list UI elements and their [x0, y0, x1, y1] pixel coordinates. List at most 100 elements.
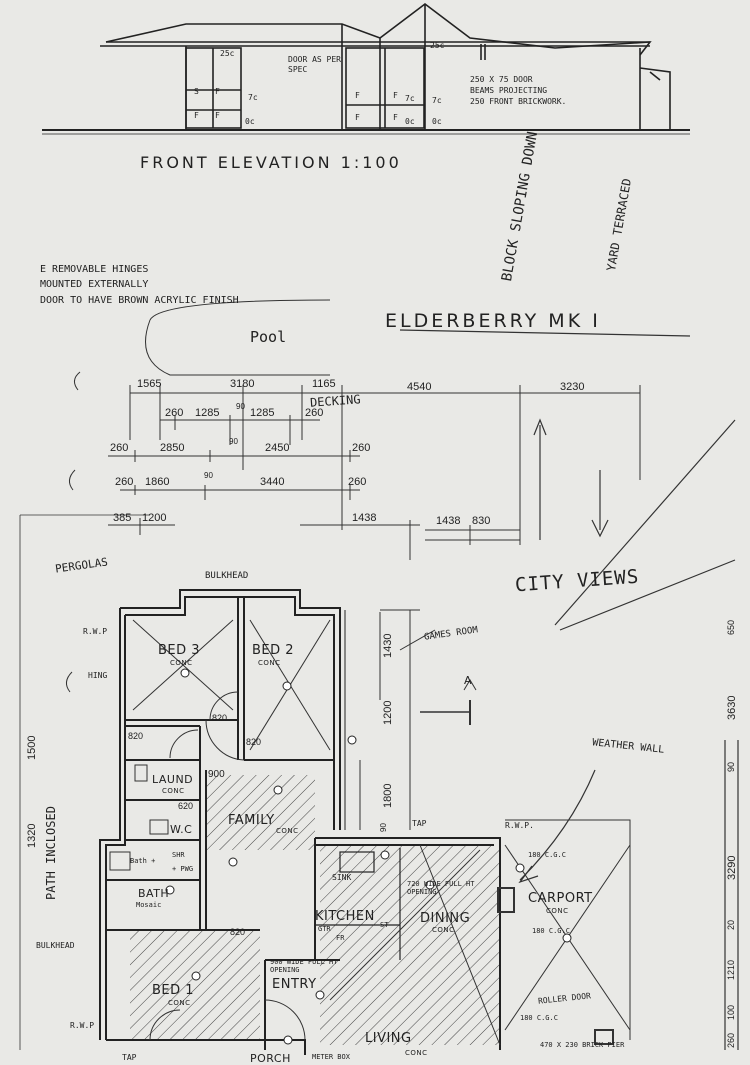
dim-650: 650	[726, 619, 736, 635]
elev-mark-f: F	[393, 113, 398, 122]
elev-mark-f: F	[393, 91, 398, 100]
dim-1200: 1200	[142, 512, 167, 524]
floor-conc: CONC	[432, 926, 455, 934]
bath-fixture-label: Bath +	[130, 857, 156, 865]
room-kitchen: KITCHEN	[315, 909, 375, 924]
elev-mark-25c: 25c	[220, 49, 235, 58]
floor-conc: CONC	[405, 1049, 428, 1057]
dim-2450: 2450	[265, 442, 290, 454]
brick-pier-note: 470 X 230 BRICK PIER	[540, 1041, 625, 1049]
elev-mark-f: F	[215, 87, 220, 96]
elev-mark-25c: 25c	[430, 41, 445, 50]
rwp-label: R.W.P.	[505, 821, 534, 830]
dim-1800: 1800	[382, 783, 394, 808]
dim-260: 260	[348, 476, 367, 488]
door-spec-note: DOOR AS PER SPEC	[288, 55, 341, 75]
opening-note: 900 WIDE FULL HT OPENING	[270, 958, 338, 975]
section-arrow-label: A	[464, 674, 472, 687]
elev-mark-7c: 7c	[405, 94, 415, 103]
dim-260: 260	[352, 442, 371, 454]
elev-mark-0c: 0c	[405, 117, 415, 126]
dim-820: 820	[128, 731, 144, 741]
beam-note-2: BEAMS PROJECTING	[470, 86, 548, 95]
elevation-title: FRONT ELEVATION 1:100	[140, 153, 402, 172]
dim-1860: 1860	[145, 476, 170, 488]
elev-mark-7c: 7c	[432, 96, 442, 105]
plan-title: ELDERBERRY MK I	[385, 310, 601, 332]
dim-1165: 1165	[312, 378, 336, 390]
floor-conc: CONC	[170, 659, 193, 667]
floor-conc: CONC	[276, 827, 299, 835]
bulkhead-label: BULKHEAD	[205, 571, 249, 581]
dim-260: 260	[726, 1032, 736, 1048]
room-wc: W.C	[170, 823, 193, 836]
room-laundry: LAUND	[152, 773, 194, 786]
dim-900: 900	[208, 769, 225, 780]
room-porch: PORCH	[250, 1052, 291, 1065]
room-entry: ENTRY	[272, 977, 317, 992]
column-note: 180 C.G.C	[528, 851, 566, 859]
tap-label: TAP	[122, 1053, 137, 1062]
dim-90: 90	[726, 761, 736, 772]
rwp-label: R.W.P	[70, 1021, 95, 1030]
dim-260: 260	[110, 442, 129, 454]
dim-1200: 1200	[382, 700, 394, 725]
opening-note: 720 WIDE FULL HT OPENING	[407, 880, 475, 897]
floor-plan	[99, 589, 631, 1055]
beam-note-1: 250 X 75 DOOR	[470, 75, 533, 84]
dim-2850: 2850	[160, 442, 185, 454]
dim-3440: 3440	[260, 476, 285, 488]
dim-260: 260	[165, 407, 184, 419]
elev-mark-f: F	[355, 91, 360, 100]
tap-label: TAP	[412, 819, 427, 828]
dimension-lines	[66, 299, 641, 693]
elev-mark-0c: 0c	[432, 117, 442, 126]
beam-note-3: 250 FRONT BRICKWORK.	[470, 97, 567, 106]
dim-1210: 1210	[726, 959, 736, 980]
dim-820: 820	[230, 927, 246, 937]
dim-4540: 4540	[407, 381, 432, 393]
sink-label: SINK	[332, 873, 352, 882]
dim-1430: 1430	[382, 633, 394, 658]
dim-3290: 3290	[726, 855, 738, 880]
dim-3630: 3630	[726, 695, 738, 720]
meter-box-label: METER BOX	[312, 1053, 350, 1061]
room-carport: CARPORT	[528, 891, 593, 906]
dim-3180: 3180	[230, 378, 255, 390]
elev-mark-7c: 7c	[248, 93, 258, 102]
path-inclosed-note: PATH INCLOSED	[44, 806, 58, 900]
bulkhead-label: BULKHEAD	[36, 941, 75, 950]
dim-820: 820	[212, 713, 228, 723]
elev-mark-s: S	[194, 87, 199, 96]
note-door-finish: DOOR TO HAVE BROWN ACRYLIC FINISH	[40, 295, 239, 306]
dim-1320: 1320	[26, 823, 38, 848]
elev-mark-f: F	[355, 113, 360, 122]
room-bed-3: BED 3	[158, 643, 201, 658]
elev-mark-f: F	[194, 111, 199, 120]
dim-1565: 1565	[137, 378, 162, 390]
dim-830: 830	[472, 515, 491, 527]
dim-1285: 1285	[195, 407, 220, 419]
dim-20: 20	[726, 919, 736, 930]
front-elevation	[42, 2, 690, 135]
floor-conc: CONC	[546, 907, 569, 915]
fridge-label: FR	[336, 934, 345, 942]
annotation-strokes	[19, 329, 739, 1050]
dim-385: 385	[113, 512, 132, 524]
dim-1500: 1500	[26, 735, 38, 760]
floor-conc: CONC	[162, 787, 185, 795]
dim-620: 620	[178, 801, 194, 811]
dim-90: 90	[204, 471, 213, 480]
dim-100: 100	[726, 1004, 736, 1020]
dim-90: 90	[236, 402, 245, 411]
room-dining: DINING	[420, 911, 471, 926]
dim-1285: 1285	[250, 407, 275, 419]
dim-1438: 1438	[436, 515, 461, 527]
dim-260: 260	[115, 476, 134, 488]
column-note: 180 C.G.C	[532, 927, 570, 935]
dim-1438: 1438	[352, 512, 377, 524]
stove-label: ST	[380, 921, 389, 929]
room-bed-2: BED 2	[252, 643, 295, 658]
dim-90: 90	[229, 437, 238, 446]
